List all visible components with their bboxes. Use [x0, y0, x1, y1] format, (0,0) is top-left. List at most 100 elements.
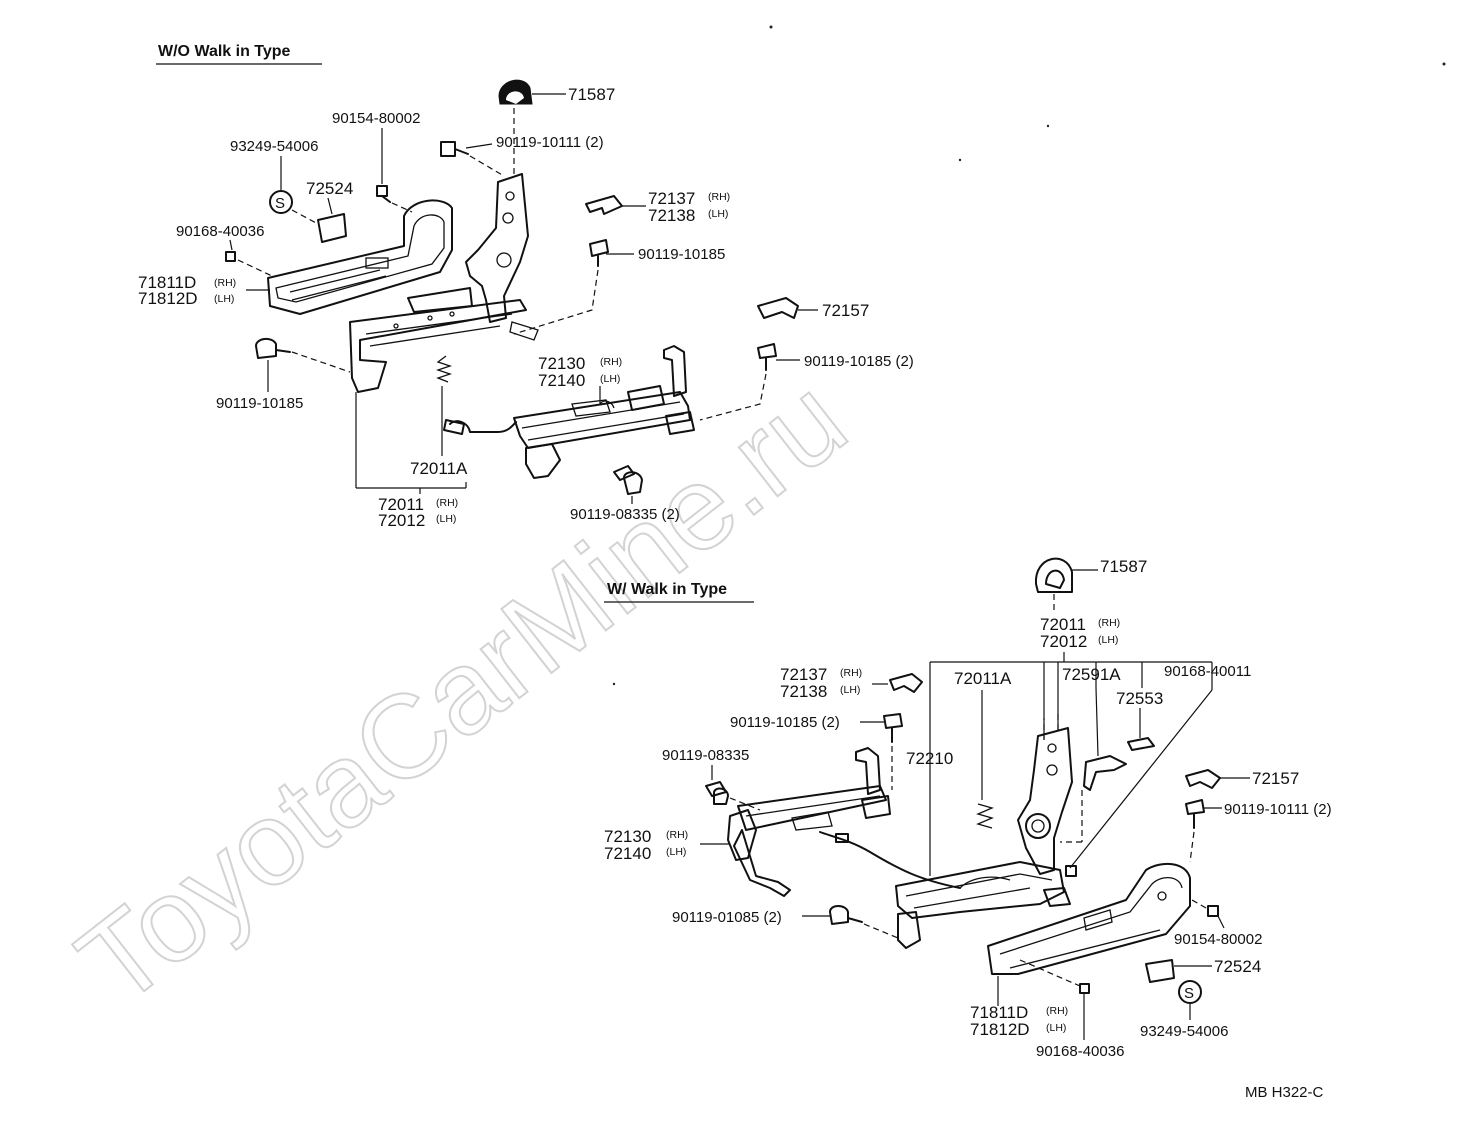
label-71587: 71587: [1100, 557, 1147, 576]
label-72157: 72157: [822, 301, 869, 320]
cover-72137-part: [585, 195, 623, 215]
clip-72157-part: [757, 297, 799, 319]
label-90154-80002: 90154-80002: [332, 110, 420, 127]
s-clip-letter: S: [1184, 985, 1194, 1002]
label-rh: (RH): [436, 497, 458, 509]
seat-rail-72130-part: [727, 747, 891, 897]
label-rh: (RH): [708, 191, 730, 203]
label-72140: 72140: [538, 371, 585, 390]
bolt-90119-10185-part: [883, 713, 903, 790]
label-72130: 72130: [538, 354, 585, 373]
label-90119-10111: 90119-10111 (2): [1224, 801, 1332, 818]
label-rh: (RH): [666, 829, 688, 841]
recliner-cover-71811D-part: [987, 862, 1191, 975]
label-72137: 72137: [780, 665, 827, 684]
s-clip-letter: S: [275, 195, 285, 212]
screw-90154-80002-part: [1191, 899, 1225, 929]
label-72130: 72130: [604, 827, 651, 846]
label-lh: (LH): [1098, 634, 1118, 646]
screw-90168-40036-part: [1079, 983, 1090, 1040]
clip-72157-part: [1185, 769, 1221, 789]
label-90119-10185-2: 90119-10185 (2): [804, 353, 914, 370]
pad-72553-part: [1127, 737, 1155, 751]
bolt-90119-10185-right-part: [699, 343, 800, 421]
label-72524: 72524: [306, 179, 353, 198]
bolt-90119-10185-left-part: [255, 338, 351, 392]
bolt-90119-01085-part: [829, 905, 899, 939]
label-lh: (LH): [666, 846, 686, 858]
label-rh: (RH): [214, 277, 236, 289]
bolt-90119-10111-part: [440, 141, 505, 177]
lever-72591A-part: [1083, 755, 1127, 791]
label-90119-08335: 90119-08335: [662, 747, 749, 764]
cap-72524-part: [1145, 959, 1175, 983]
spring-72011A-part: [976, 803, 994, 829]
label-90119-10111: 90119-10111 (2): [496, 134, 604, 151]
bolt-90119-08335-part: [705, 781, 761, 811]
label-72210: 72210: [906, 749, 953, 768]
bolt-90119-10111-part: [1185, 799, 1222, 863]
label-90119-10185: 90119-10185 (2): [730, 714, 840, 731]
label-90119-10185-mid: 90119-10185: [638, 246, 725, 263]
label-93249-54006: 93249-54006: [230, 138, 318, 155]
recliner-cover-71811D-part: [267, 199, 453, 315]
label-90168-40036: 90168-40036: [176, 223, 264, 240]
label-rh: (RH): [1098, 617, 1120, 629]
cable-72210-part: [819, 831, 961, 889]
label-72524: 72524: [1214, 957, 1261, 976]
label-lh: (LH): [214, 293, 234, 305]
label-72012: 72012: [378, 511, 425, 530]
label-72011A: 72011A: [410, 459, 468, 478]
section-without-walk-in: W/O Walk in Type 71587 90119-10111 (2) 9…: [138, 43, 914, 530]
label-71811D: 71811D: [138, 273, 196, 292]
label-lh: (LH): [600, 373, 620, 385]
label-lh: (LH): [708, 208, 728, 220]
section-heading-wo: W/O Walk in Type: [158, 43, 291, 60]
label-72157: 72157: [1252, 769, 1299, 788]
section-heading-w: W/ Walk in Type: [607, 581, 727, 598]
label-71587: 71587: [568, 85, 615, 104]
label-72012: 72012: [1040, 632, 1087, 651]
bolt-90119-08335-part: [613, 465, 643, 504]
label-72591A: 72591A: [1062, 665, 1121, 684]
label-72138: 72138: [648, 206, 695, 225]
label-lh: (LH): [436, 513, 456, 525]
label-lh: (LH): [1046, 1022, 1066, 1034]
seat-frame-72011-part: [349, 173, 539, 393]
label-rh: (RH): [1046, 1005, 1068, 1017]
section-with-walk-in: W/ Walk in Type 71587 72011 (RH) 72012 (…: [604, 557, 1332, 1060]
footer-code: MB H322-C: [1245, 1084, 1324, 1101]
label-71812D: 71812D: [138, 289, 198, 308]
label-72011A: 72011A: [954, 669, 1012, 688]
label-93249-54006: 93249-54006: [1140, 1023, 1228, 1040]
label-72553: 72553: [1116, 689, 1163, 708]
seat-rail-72130-part: [443, 345, 695, 479]
spring-72011A-part: [435, 355, 453, 456]
label-90119-01085: 90119-01085 (2): [672, 909, 782, 926]
label-72140: 72140: [604, 844, 651, 863]
label-90119-08335: 90119-08335 (2): [570, 506, 680, 523]
label-90168-40011: 90168-40011: [1164, 663, 1251, 680]
label-rh: (RH): [840, 667, 862, 679]
cover-72137-part: [889, 673, 923, 693]
label-72138: 72138: [780, 682, 827, 701]
cap-72524-part: [317, 213, 347, 243]
assembly-bracket-lines: [929, 652, 1213, 876]
label-71811D: 71811D: [970, 1003, 1028, 1022]
label-90154-80002: 90154-80002: [1174, 931, 1262, 948]
seat-frame-72011-part: [895, 727, 1073, 949]
watermark: ToyotaCarMine.ru: [55, 353, 870, 1030]
label-72011: 72011: [1040, 615, 1086, 634]
label-lh: (LH): [840, 684, 860, 696]
label-90168-40036: 90168-40036: [1036, 1043, 1124, 1060]
label-71812D: 71812D: [970, 1020, 1030, 1039]
label-72011: 72011: [378, 495, 424, 514]
label-72137: 72137: [648, 189, 695, 208]
s-clip-symbol: [1178, 980, 1202, 1004]
label-rh: (RH): [600, 356, 622, 368]
knob-71587-part: [1034, 557, 1098, 612]
s-clip-symbol: [269, 190, 293, 214]
bolt-90119-10185-mid-part: [513, 239, 634, 335]
label-90119-10185-left: 90119-10185: [216, 395, 303, 412]
